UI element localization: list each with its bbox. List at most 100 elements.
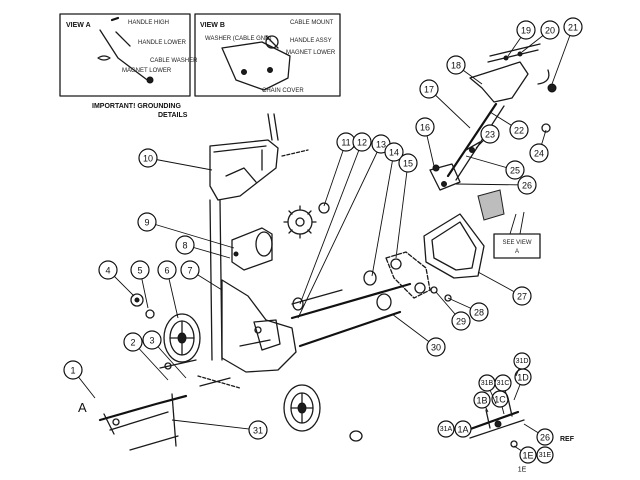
grounding-note-line1: IMPORTANT! GROUNDING [92,103,181,110]
callout-label-c10: 10 [143,154,153,164]
callout-label-c17: 17 [424,85,434,95]
callout-label-c6: 6 [164,266,169,276]
callout-circle-c1b [473,391,491,409]
callout-circle-c30 [426,337,446,357]
detail-ref-linkage [460,397,525,448]
callout-label-c26: 26 [522,181,532,191]
callout-label-c7: 7 [187,266,192,276]
left-wheel-part [163,313,201,363]
callout-leader-c10 [147,157,213,171]
callout-label-c25: 25 [510,166,520,176]
callout-label-c31e: 31E [539,452,552,459]
view-b-label-4: CABLE MOUNT [290,20,334,26]
view-a-label-2: HANDLE LOWER [138,40,187,46]
callout-circle-c21 [563,17,583,37]
callout-circle-c2 [123,332,143,352]
callout-leader-c12 [299,141,363,305]
callout-circle-c1a [454,420,472,438]
callout-circle-c7 [180,260,200,280]
callout-label-c14: 14 [389,148,399,158]
callout-label-c19: 19 [521,26,531,36]
view-a-inset: VIEW A HANDLE HIGH HANDLE LOWER MAGNET L… [59,13,198,97]
callout-label-c4: 4 [105,266,110,276]
callout-label-c13: 13 [376,140,386,150]
callout-circle-c29 [451,311,471,331]
callout-leader-c11 [323,141,347,207]
chain-belt-part [385,251,431,299]
callout-label-c1e2: 1E [518,467,527,474]
callout-label-c16: 16 [420,123,430,133]
callout-label-c28: 28 [474,308,484,318]
callout-leader-c9 [146,221,235,249]
callout-leader-c13 [297,143,382,319]
handle-assembly-part [429,43,557,191]
callout-circle-c31d [513,352,531,370]
callout-circle-c26 [517,175,537,195]
callout-label-c31c: 31C [497,380,510,387]
view-a-label-4: CABLE WASHER [150,58,198,64]
callout-circle-c18 [446,55,466,75]
auger-housing-part [423,189,505,279]
axle-shaft-part [290,270,412,348]
callout-circle-c31 [248,420,268,440]
sprocket-part [283,202,330,239]
callout-circle-c26ref [536,428,554,446]
view-b-title: VIEW B [200,22,225,29]
callout-circle-c31e [536,446,554,464]
callout-circle-c24 [529,143,549,163]
callout-label-c18: 18 [451,61,461,71]
callout-circle-c10 [138,148,158,168]
callout-circle-c19 [516,20,536,40]
callout-circle-c3 [142,330,162,350]
callout-leader-c21 [551,26,574,85]
right-wheel-part [283,384,363,442]
callout-label-c31a: 31A [440,426,453,433]
callout-label-c21: 21 [568,23,578,33]
callout-circle-c16 [415,117,435,137]
callout-circle-c9 [137,212,157,232]
callout-circle-c14 [384,142,404,162]
callout-circle-c28 [469,302,489,322]
view-b-label-5: CHAIN COVER [262,88,304,94]
callout-label-c22: 22 [514,126,524,136]
callout-circle-c22 [509,120,529,140]
callout-label-c30: 30 [431,343,441,353]
detail-a-linkage [98,377,231,451]
callout-label-c8: 8 [182,241,187,251]
view-a-title: VIEW A [66,22,91,29]
callout-label-c11: 11 [341,138,350,148]
callout-circle-c23 [480,124,500,144]
main-frame-part [209,113,297,373]
ref-suffix: REF [560,436,575,443]
callout-label-c5: 5 [137,266,142,276]
callout-label-c9: 9 [144,218,149,228]
callout-circle-c20 [540,20,560,40]
callout-circle-c17 [419,79,439,99]
callout-label-c26ref: 26 [540,433,550,443]
chain-cover-part [209,139,309,201]
callout-circle-c31a [437,420,455,438]
callout-label-c29: 29 [456,317,466,327]
callout-leader-c15 [395,162,409,259]
callout-circle-c1e [519,446,537,464]
callout-circle-c6 [157,260,177,280]
callout-label-c1: 1 [70,366,75,376]
callout-label-c31d: 31D [516,358,529,365]
callout-label-c31: 31 [253,426,263,436]
callout-label-c24: 24 [534,149,544,159]
view-a-letter: A [78,400,87,415]
callout-circle-c5 [130,260,150,280]
callout-label-c1e: 1E [522,451,533,461]
callout-leader-c14 [371,151,395,277]
view-b-label-3: MAGNET LOWER [286,50,336,56]
callout-circle-c27 [512,286,532,306]
callout-circle-c8 [175,235,195,255]
callout-circle-c12 [352,132,372,152]
grounding-note-line2: DETAILS [158,112,188,119]
callout-label-c27: 27 [517,292,527,302]
gear-motor-part [231,227,273,271]
see-view-letter: A [515,249,519,255]
